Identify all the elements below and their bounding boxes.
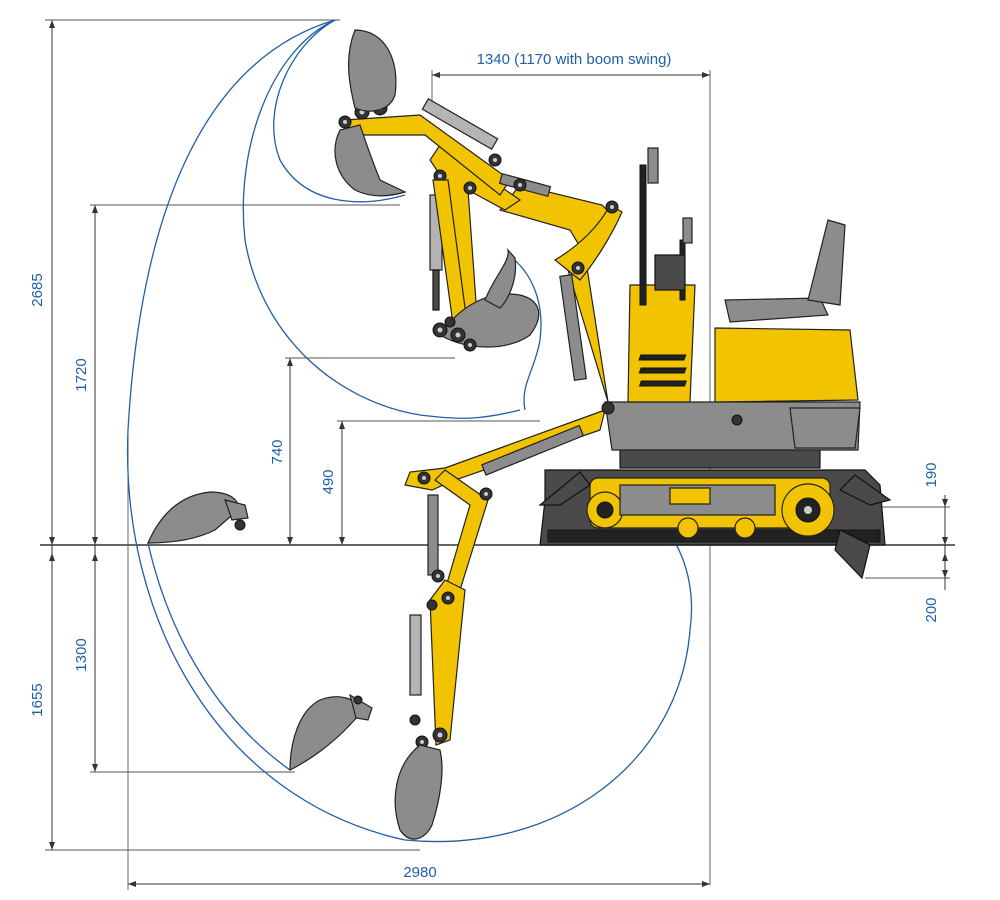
label-dump-height: 1720 [73,358,90,391]
label-depth-1300: 1300 [73,638,90,671]
label-height-490: 490 [320,469,337,494]
label-blade-lift: 190 [923,462,940,487]
bucket-positions [147,491,373,771]
bucket-at-ground [147,491,239,544]
label-max-depth: 1655 [29,683,46,716]
label-height-740: 740 [269,439,286,464]
outer-envelope-curve [126,19,693,843]
dump-envelope-curve [273,19,406,203]
label-reach: 2980 [403,864,436,881]
dozer-blade [838,474,892,506]
dimension-lines [40,19,955,890]
machine-body [538,147,892,580]
bucket-at-depth [289,696,363,771]
label-blade-depth: 200 [923,597,940,622]
arm-raised-position [334,29,623,403]
arm-mid-position [432,179,540,352]
label-max-height: 2685 [29,273,46,306]
dimension-labels: 1340 (1170 with boom swing) 2685 1720 74… [29,51,940,881]
label-top-width: 1340 (1170 with boom swing) [477,51,672,68]
engine-hood [714,327,859,403]
curl-envelope-curve [507,254,542,411]
operator-seat [724,297,829,323]
inner-envelope-curve [242,19,521,419]
working-envelope [126,19,693,843]
arm-digging-position [394,409,606,840]
depth-envelope-curve [147,542,291,771]
